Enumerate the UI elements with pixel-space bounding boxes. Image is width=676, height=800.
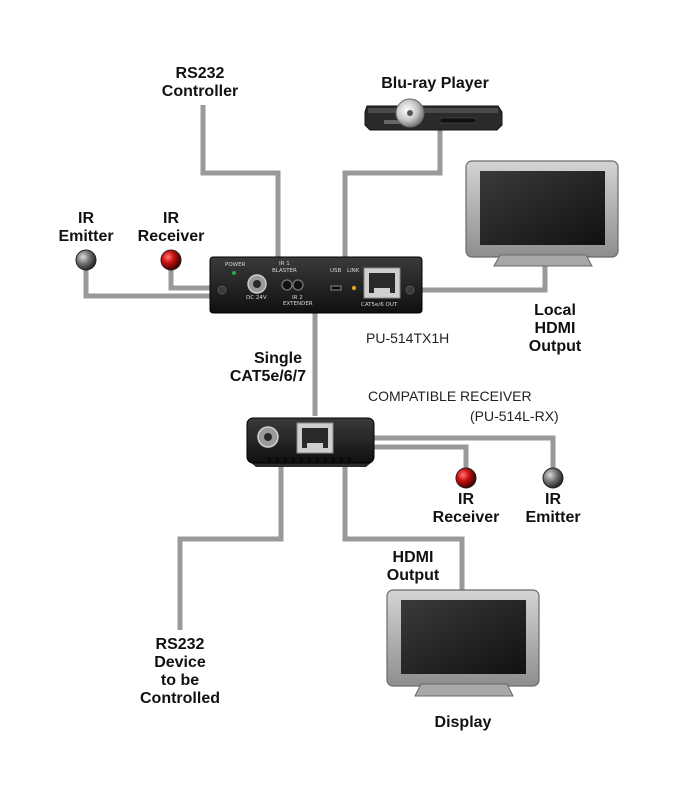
ir2-extender-jack-icon <box>292 279 304 291</box>
tx-ir-receiver-icon <box>160 249 182 271</box>
label-tx-ir-receiver: IR Receiver <box>137 210 205 245</box>
transmitter-device: POWER IR 1 BLASTER DC 24V IR 2 EXTENDER … <box>209 256 423 314</box>
tx-label-ir1: IR 1 <box>279 261 290 267</box>
label-rs232-device: RS232 Device to be Controlled <box>140 636 220 707</box>
tx-label-dc: DC 24V <box>246 295 267 301</box>
tx-label-usb: USB <box>330 268 342 274</box>
tx-label-extender: EXTENDER <box>283 301 313 307</box>
rx-rj45-port-icon <box>296 422 334 454</box>
rx-ir-receiver-icon <box>455 467 477 489</box>
link-led-icon <box>351 285 357 291</box>
cable-tx-ir-emitter <box>83 268 212 299</box>
tx-label-ir2: IR 2 <box>292 295 303 301</box>
label-rx-ir-emitter: IR Emitter <box>525 491 581 526</box>
receiver-title: COMPATIBLE RECEIVER <box>368 388 532 404</box>
cable-local-hdmi <box>418 265 548 293</box>
display-monitor-icon <box>386 589 540 697</box>
cable-rs232-controller <box>200 105 281 262</box>
label-rs232-controller: RS232 Controller <box>161 65 239 100</box>
cable-rx-ir-receiver <box>372 444 469 470</box>
ir1-blaster-jack-icon <box>281 279 293 291</box>
label-single-cat: Single CAT5e/6/7 <box>229 350 306 385</box>
rx-ir-emitter-icon <box>542 467 564 489</box>
tx-label-blaster: BLASTER <box>272 268 297 274</box>
cables <box>83 105 556 630</box>
cable-rx-ir-emitter <box>372 435 556 470</box>
power-led-icon <box>232 271 236 275</box>
cable-bluray <box>342 130 443 262</box>
cable-hdmi-output <box>342 465 465 590</box>
label-tx-ir-emitter: IR Emitter <box>58 210 114 245</box>
bluray-player <box>364 98 503 131</box>
tx-label-power: POWER <box>225 262 246 268</box>
tx-label-link: LINK <box>347 268 360 274</box>
label-rx-ir-receiver: IR Receiver <box>432 491 500 526</box>
label-display: Display <box>434 714 492 731</box>
usb-port-icon <box>330 285 342 291</box>
cable-rs232-device <box>177 465 284 630</box>
label-bluray-player: Blu-ray Player <box>381 75 489 92</box>
receiver-model: (PU-514L-RX) <box>470 408 559 424</box>
label-hdmi-output: HDMI Output <box>386 549 440 584</box>
receiver-device <box>246 417 375 467</box>
rj45-port-icon <box>363 267 401 299</box>
label-local-hdmi-output: Local HDMI Output <box>528 302 582 355</box>
local-monitor-icon <box>465 160 619 267</box>
tx-ir-emitter-icon <box>75 249 97 271</box>
cable-tx-ir-receiver <box>168 268 212 291</box>
tx-label-cat-out: CAT5e/6 OUT <box>361 302 398 308</box>
transmitter-model: PU-514TX1H <box>366 330 450 346</box>
